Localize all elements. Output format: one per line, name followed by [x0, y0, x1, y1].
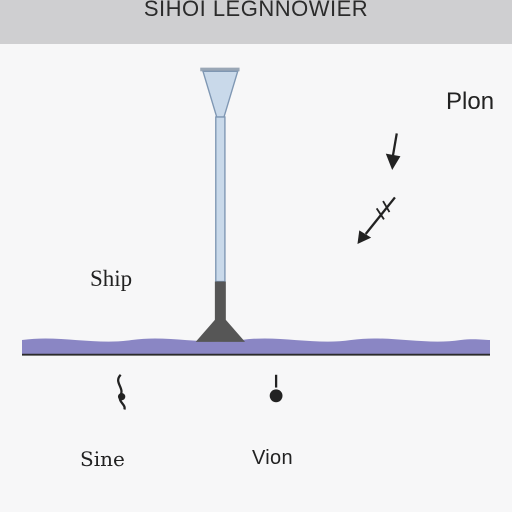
label-ship: Ship — [90, 266, 133, 291]
label-plon: Plon — [446, 88, 495, 115]
funnel-tube — [195, 67, 246, 342]
arrow-diagonal-icon — [357, 196, 396, 245]
header-bar: SIHOI LEGNNOWIER — [0, 0, 512, 44]
diagram-canvas — [22, 67, 490, 410]
arrow-down-icon — [385, 133, 401, 171]
header-title: SIHOI LEGNNOWIER — [143, 0, 369, 21]
pin-dot-icon — [269, 374, 283, 403]
water-wave — [22, 338, 490, 355]
label-vion: Vion — [252, 447, 293, 469]
treble-clef-icon — [117, 373, 126, 410]
label-sine: Sine — [80, 447, 125, 471]
